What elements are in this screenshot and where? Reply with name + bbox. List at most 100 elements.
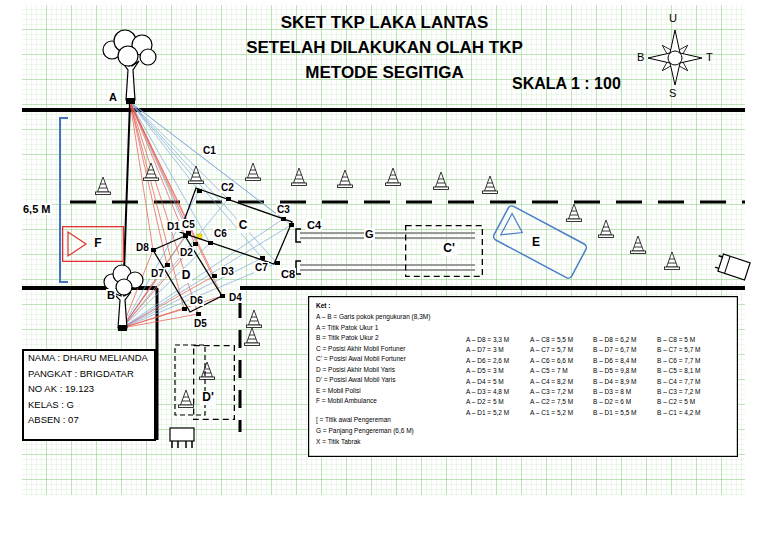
- vehicle-detail: [177, 441, 179, 448]
- box-outline: [23, 350, 155, 440]
- vehicle-detail: [725, 256, 731, 273]
- node-text: Ket :: [316, 302, 330, 309]
- measurement-value: B – D6 = 8,4 M: [593, 357, 637, 364]
- measure-points: [151, 189, 294, 316]
- point-label: C2: [220, 182, 235, 193]
- survey-stake: [126, 98, 135, 104]
- node-text: F = Mobil Ambulance: [316, 397, 377, 404]
- tree-crown: [118, 46, 138, 66]
- measure-line: [130, 102, 228, 199]
- vehicle-initial-yaris: D': [193, 345, 235, 420]
- box-outline: [194, 346, 235, 420]
- identity-box: NAMA : DHARU MELIANDAPANGKAT : BRIGDATAR…: [22, 349, 156, 441]
- traffic-cone: [292, 168, 307, 186]
- point-label: C3: [276, 204, 291, 215]
- vehicle-body: [170, 428, 194, 441]
- point-label: D4: [228, 292, 243, 303]
- diagram-label: 6,5 M: [22, 203, 52, 215]
- box-outline: [309, 297, 738, 457]
- diagram-label: S: [669, 87, 676, 99]
- traffic-cone: [338, 170, 353, 188]
- traffic-cone: [483, 176, 498, 194]
- vehicle-outline: [492, 205, 588, 280]
- measurement-value: B – D8 = 6,2 M: [593, 336, 637, 343]
- node-text: NAMA : DHARU MELIANDA: [28, 353, 148, 364]
- diagram-title: SKET TKP LAKA LANTAS SETELAH DILAKUKAN O…: [242, 10, 527, 85]
- vehicle-outline: [180, 188, 292, 264]
- measurement-value: A – C4 = 8,2 M: [530, 378, 573, 385]
- compass-rose: [648, 30, 702, 85]
- traffic-cone: [631, 236, 646, 254]
- measurement-value: A – C7 = 5,7 M: [530, 346, 573, 353]
- node-text: E: [530, 236, 542, 250]
- node-text: C' = Posisi Awal Mobil Fortuner: [316, 355, 406, 362]
- point-label: C6: [213, 228, 228, 239]
- side-road-edge: [239, 300, 242, 432]
- triangulation-lines: [122, 102, 291, 328]
- measurement-value: A – C5 = 7 M: [530, 367, 568, 374]
- traffic-cone: [567, 204, 582, 222]
- node-text: C: [237, 219, 250, 233]
- measure-point: [212, 274, 217, 278]
- traffic-cone: [200, 362, 215, 380]
- compass-star: [648, 30, 702, 85]
- measurement-value: A – D7 = 3 M: [466, 346, 504, 353]
- survey-stake: [118, 325, 127, 331]
- measurement-value: A – C3 = 7,2 M: [530, 388, 573, 395]
- traffic-cone: [189, 166, 204, 184]
- measurement-value: A – D5 = 3 M: [466, 367, 504, 374]
- vehicle-ambulance: F: [62, 226, 124, 262]
- measurement-value: A – D3 = 4,8 M: [466, 388, 509, 395]
- point-label: C8: [280, 268, 296, 280]
- skid-line: [300, 269, 475, 271]
- grid-major: [22, 5, 745, 495]
- tree-crown: [116, 279, 132, 295]
- node-text: D': [200, 391, 216, 405]
- node-text: ABSEN : 07: [28, 415, 79, 426]
- point-label: C5: [181, 219, 196, 230]
- measurement-value: B – C4 = 7,7 M: [657, 378, 701, 385]
- measurement-value: B – D3 = 8 M: [593, 388, 631, 395]
- legend-box: Ket :A – B = Garis pokok pengukuran (8,3…: [308, 296, 738, 457]
- measure-line: [122, 296, 222, 328]
- skid-line: [300, 237, 475, 239]
- measure-line: [130, 102, 291, 225]
- node-text: D: [180, 269, 193, 283]
- point-label: C4: [306, 219, 322, 231]
- node-text: [ = Titik awal Pengereman: [316, 416, 391, 423]
- measure-line: [130, 102, 222, 296]
- measure-line: [122, 219, 283, 328]
- point-label: D6: [189, 295, 204, 306]
- measurement-value: B – D1 = 5,5 M: [593, 409, 637, 416]
- skid-line: [300, 232, 475, 234]
- traffic-cone: [434, 172, 449, 190]
- tree: [104, 265, 143, 331]
- measurement-value: A – C1 = 5,2 M: [530, 409, 573, 416]
- vehicle: [170, 428, 194, 448]
- traffic-cone: [246, 163, 261, 181]
- traffic-cone: [665, 252, 680, 270]
- measure-line: [122, 244, 195, 328]
- vehicle-initial-fortuner: C': [405, 225, 483, 277]
- measure-line: [130, 102, 277, 263]
- measure-point: [193, 242, 198, 246]
- node-text: X = Titik Tabrak: [316, 438, 361, 445]
- measurement-value: B – C2 = 5 M: [657, 398, 695, 405]
- point-label: C1: [202, 145, 217, 156]
- point-label: D7: [150, 268, 165, 279]
- traffic-cone: [179, 390, 194, 408]
- diagram-label: T: [706, 51, 713, 63]
- windshield-mark: [501, 214, 528, 244]
- diagram-label: U: [669, 12, 677, 24]
- measure-line: [130, 102, 262, 258]
- measurement-value: A – D2 = 5 M: [466, 398, 504, 405]
- vehicle-detail: [171, 441, 173, 448]
- point-label: D2: [179, 247, 194, 258]
- node-text: C': [441, 242, 457, 256]
- diagram-label: B: [106, 289, 116, 301]
- node-text: F: [92, 237, 103, 251]
- diagram-label: A: [108, 91, 118, 103]
- point-label: G: [364, 228, 375, 240]
- point-label: D3: [220, 266, 235, 277]
